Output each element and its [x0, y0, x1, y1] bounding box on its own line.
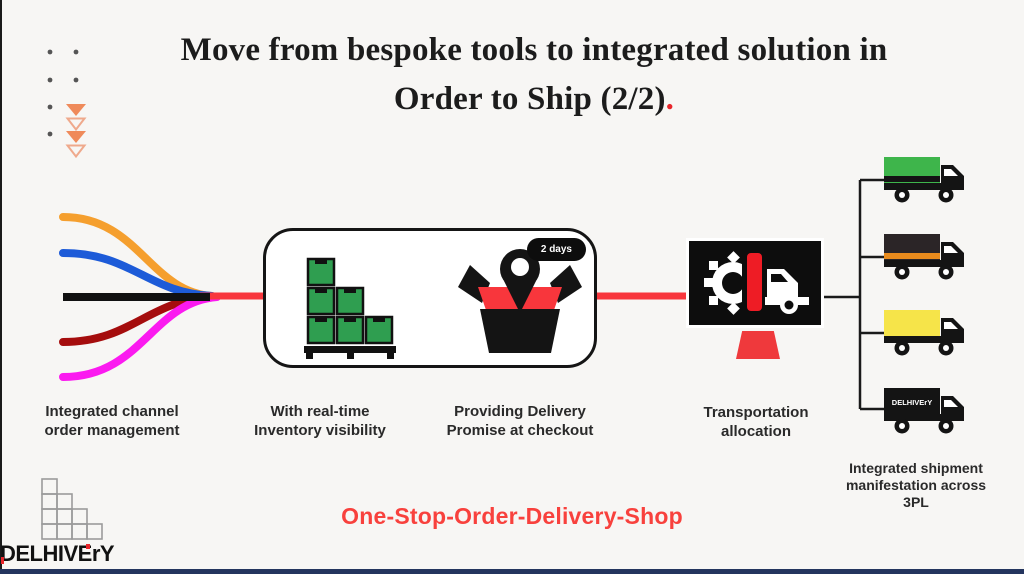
tagline: One-Stop-Order-Delivery-Shop	[341, 503, 683, 529]
delhivery-logo-text: DELHIVErY	[0, 541, 115, 566]
label-delivery-promise: Providing Delivery Promise at checkout	[446, 403, 594, 439]
title-period: .	[665, 81, 675, 117]
inventory-boxes-icon	[304, 257, 396, 359]
page-title: Move from bespoke tools to integrated so…	[94, 26, 974, 124]
truck-green-3pl-icon	[884, 157, 964, 203]
label-shipment-manifestation: Integrated shipment manifestation across…	[845, 460, 987, 510]
truck-delhivery-3pl-icon: DELHIVErY	[884, 388, 964, 434]
channel-line-magenta	[59, 293, 221, 381]
delivery-promise-box-icon	[458, 249, 582, 353]
label-inventory-visibility: With real-time Inventory visibility	[254, 403, 386, 439]
staircase-squares-decoration-icon	[41, 478, 103, 540]
title-line2-text: Order to Ship (2/2)	[393, 81, 666, 117]
monitor-stand	[736, 331, 780, 359]
footer-bar	[0, 569, 1024, 574]
title-line1: Move from bespoke tools to integrated so…	[180, 32, 888, 68]
gear-truck-screen-icon	[704, 247, 809, 319]
logo-red-accent-2	[86, 544, 90, 549]
delivery-time-badge: 2 days	[526, 238, 586, 261]
channel-line-blue	[59, 249, 216, 300]
transportation-monitor	[686, 238, 824, 328]
label-transportation-allocation: Transportation allocation	[703, 404, 809, 440]
title-line2: Order to Ship (2/2).	[94, 75, 974, 124]
truck-yellow-3pl-icon	[884, 310, 964, 356]
logo-red-accent	[1, 557, 4, 564]
delhivery-logo: DELHIVErY	[0, 541, 140, 567]
delivery-time-text: 2 days	[540, 244, 572, 255]
truck-dark-orange-3pl-icon	[884, 234, 964, 280]
fulfillment-box: 2 days	[263, 228, 597, 368]
dots-triangles-decoration-icon	[47, 49, 87, 159]
truck-connector-lines	[822, 178, 896, 411]
label-channel-management: Integrated channel order management	[44, 403, 180, 439]
truck-delhivery-label: DELHIVErY	[892, 398, 932, 407]
left-edge-line	[0, 0, 2, 574]
